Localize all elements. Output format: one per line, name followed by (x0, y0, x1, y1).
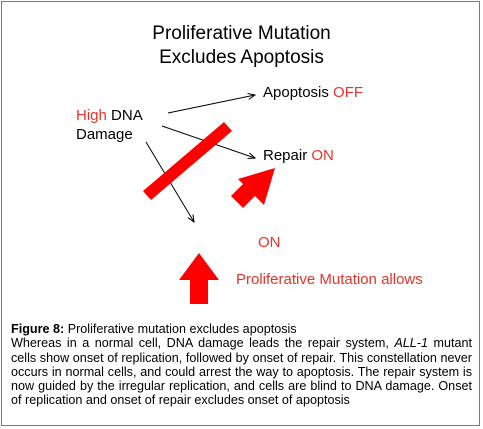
repair-on-status: ON (311, 147, 334, 164)
apoptosis-label: Apoptosis OFF (263, 84, 363, 102)
caption-body-italic: ALL-1 (394, 336, 428, 351)
figure-title: Proliferative mutation excludes apoptosi… (67, 322, 297, 336)
repair-label: Repair ON (263, 147, 334, 165)
apoptosis-off-status: OFF (333, 84, 364, 101)
figure-label: Figure 8: (11, 322, 65, 336)
on-label: ON (258, 234, 281, 251)
damage-label: Damage (76, 126, 133, 143)
apoptosis-word: Apoptosis (263, 84, 329, 101)
repair-word: Repair (263, 147, 308, 164)
dna-word: DNA (111, 107, 143, 124)
high-word: High (76, 107, 107, 124)
caption-body-part2: mutant cells show onset of replication, … (11, 336, 473, 408)
proliferative-mutation-label: Proliferative Mutation allows (236, 271, 423, 288)
figure-caption: Figure 8: Proliferative mutation exclude… (11, 322, 472, 408)
high-dna-label: High DNA (76, 107, 143, 125)
diagram-title-line2: Excludes Apoptosis (159, 47, 324, 68)
repair-red-arrow (231, 168, 275, 208)
block-bar (143, 122, 232, 200)
caption-body-part1: Whereas in a normal cell, DNA damage lea… (11, 336, 395, 351)
mutation-red-arrow (179, 253, 219, 304)
diagram-title-line1: Proliferative Mutation (152, 23, 331, 44)
caption-heading: Figure 8: Proliferative mutation exclude… (11, 322, 472, 336)
arrow-to-apoptosis (167, 95, 255, 114)
